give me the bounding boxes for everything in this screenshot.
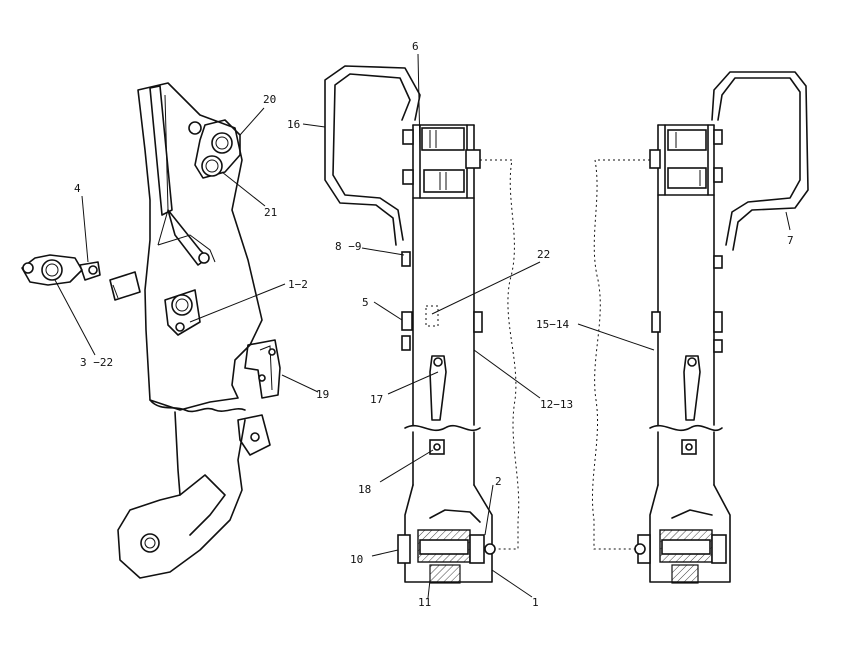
callout-17: 17 xyxy=(370,393,383,406)
callout-7: 7 xyxy=(787,234,794,247)
callout-8-9: 8 −9 xyxy=(335,240,362,253)
callout-1: 1 xyxy=(532,596,539,609)
callout-11: 11 xyxy=(418,596,431,609)
callout-5: 5 xyxy=(362,296,369,309)
callout-18: 18 xyxy=(358,483,371,496)
callout-4: 4 xyxy=(74,182,81,195)
callout-12-13: 12−13 xyxy=(540,398,573,411)
callout-16: 16 xyxy=(287,118,300,131)
callout-1-2: 1−2 xyxy=(288,278,308,291)
callout-20: 20 xyxy=(263,93,276,106)
callout-22: 22 xyxy=(537,248,550,261)
boom-assembly-side xyxy=(591,71,809,584)
leader-lines xyxy=(54,53,791,599)
lift-arm-assembly xyxy=(21,82,281,579)
callout-21: 21 xyxy=(264,206,277,219)
callout-3-22: 3 −22 xyxy=(80,356,113,369)
callout-2: 2 xyxy=(495,475,502,488)
callout-labels: 6 16 20 21 4 8 −9 22 1−2 5 15−14 3 −22 1… xyxy=(74,40,794,609)
callout-10: 10 xyxy=(350,553,363,566)
boom-assembly-front xyxy=(324,65,520,584)
callout-15-14: 15−14 xyxy=(536,318,569,331)
callout-6: 6 xyxy=(412,40,419,53)
callout-19: 19 xyxy=(316,388,329,401)
